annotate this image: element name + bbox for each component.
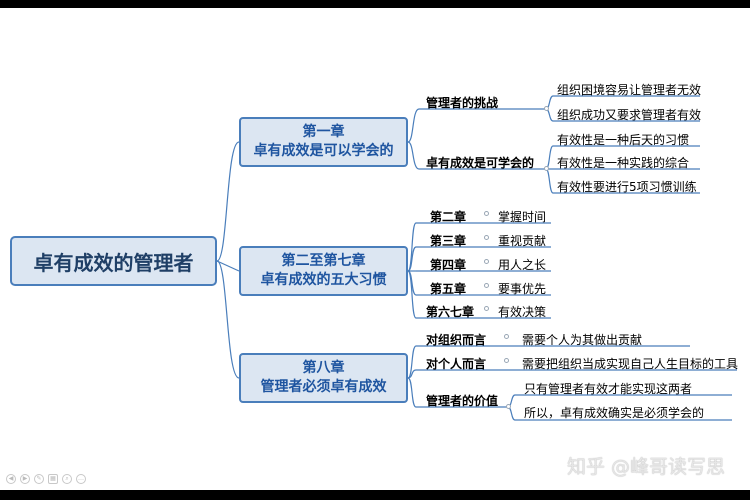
chapter-3-subtitle: 管理者必须卓有成效 (260, 379, 387, 395)
leaf-ch2-3[interactable]: 用人之长 (498, 258, 547, 272)
zoom-icon[interactable]: ⌕ (62, 474, 72, 484)
more-options-icon[interactable]: … (76, 474, 86, 484)
topic-ch2-2[interactable]: 第三章 (430, 234, 467, 248)
next-slide-icon[interactable]: ▶ (20, 474, 30, 484)
leaf-ch2-2[interactable]: 重视贡献 (498, 234, 547, 248)
collapse-dot[interactable] (544, 166, 549, 171)
top-black-bar (0, 0, 750, 8)
slides-grid-icon[interactable]: ▦ (48, 474, 58, 484)
connector-ch3-t1 (407, 345, 417, 379)
collapse-dot[interactable] (504, 334, 509, 339)
collapse-dot[interactable] (484, 306, 489, 311)
collapse-dot[interactable] (484, 259, 489, 264)
topic-ch2-5[interactable]: 第六七章 (426, 305, 475, 319)
collapse-dot[interactable] (504, 358, 509, 363)
topic-ch3-value[interactable]: 管理者的价值 (426, 394, 499, 408)
leaf-ch2-5[interactable]: 有效决策 (498, 305, 547, 319)
connector-ch1-t1 (407, 108, 420, 143)
leaf-ch1-4[interactable]: 有效性是一种实践的综合 (557, 156, 690, 170)
collapse-dot[interactable] (544, 106, 549, 111)
collapse-dot[interactable] (484, 235, 489, 240)
root-node[interactable]: 卓有成效的管理者 (10, 236, 217, 286)
leaf-ch3-4[interactable]: 所以，卓有成效确实是必须学会的 (524, 406, 705, 420)
watermark: 知乎 @峰哥读写思 (567, 456, 726, 478)
prev-slide-icon[interactable]: ◀ (6, 474, 16, 484)
chapter-1-subtitle: 卓有成效是可以学会的 (253, 143, 394, 159)
pen-icon[interactable]: ✎ (34, 474, 44, 484)
connector-ch2-t5 (407, 270, 417, 319)
chapter-1-title: 第一章 (302, 124, 345, 140)
leaf-ch3-1[interactable]: 需要个人为其做出贡献 (522, 333, 643, 347)
leaf-ch1-3[interactable]: 有效性是一种后天的习惯 (557, 133, 690, 147)
topic-ch1-challenge[interactable]: 管理者的挑战 (426, 96, 499, 110)
chapter-node-2[interactable]: 第二至第七章 卓有成效的五大习惯 (239, 246, 408, 296)
leaf-ch1-2[interactable]: 组织成功又要求管理者有效 (557, 108, 702, 122)
chapter-3-title: 第八章 (302, 360, 345, 376)
leaf-ch3-2[interactable]: 需要把组织当成实现自己人生目标的工具 (522, 357, 739, 371)
topic-ch2-4[interactable]: 第五章 (430, 282, 467, 296)
connector-ch1-t2 (407, 141, 420, 170)
leaf-ch2-1[interactable]: 掌握时间 (498, 210, 547, 224)
leaf-ch1-1[interactable]: 组织困境容易让管理者无效 (557, 83, 702, 97)
leaf-ch1-5[interactable]: 有效性要进行5项习惯训练 (557, 180, 697, 194)
connector-ch2-t2 (407, 246, 417, 272)
topic-ch2-3[interactable]: 第四章 (430, 258, 467, 272)
collapse-dot[interactable] (506, 404, 511, 409)
chapter-node-3[interactable]: 第八章 管理者必须卓有成效 (239, 353, 408, 403)
collapse-dot[interactable] (484, 283, 489, 288)
topic-ch3-org[interactable]: 对组织而言 (426, 333, 487, 347)
leaf-ch3-3[interactable]: 只有管理者有效才能实现这两者 (524, 382, 693, 396)
chapter-node-1[interactable]: 第一章 卓有成效是可以学会的 (239, 117, 408, 167)
chapter-2-title: 第二至第七章 (281, 253, 366, 269)
connector-ch3-t3 (407, 377, 417, 408)
chapter-2-subtitle: 卓有成效的五大习惯 (260, 272, 387, 288)
connector-root-ch2 (216, 260, 240, 272)
topic-ch1-learnable[interactable]: 卓有成效是可学会的 (426, 156, 535, 170)
topic-ch2-1[interactable]: 第二章 (430, 210, 467, 224)
collapse-dot[interactable] (484, 211, 489, 216)
connector-root-ch1 (216, 141, 240, 262)
connector-root-ch3 (216, 260, 240, 379)
topic-ch3-person[interactable]: 对个人而言 (426, 357, 487, 371)
bottom-black-bar (0, 490, 750, 500)
leaf-ch2-4[interactable]: 要事优先 (498, 282, 547, 296)
